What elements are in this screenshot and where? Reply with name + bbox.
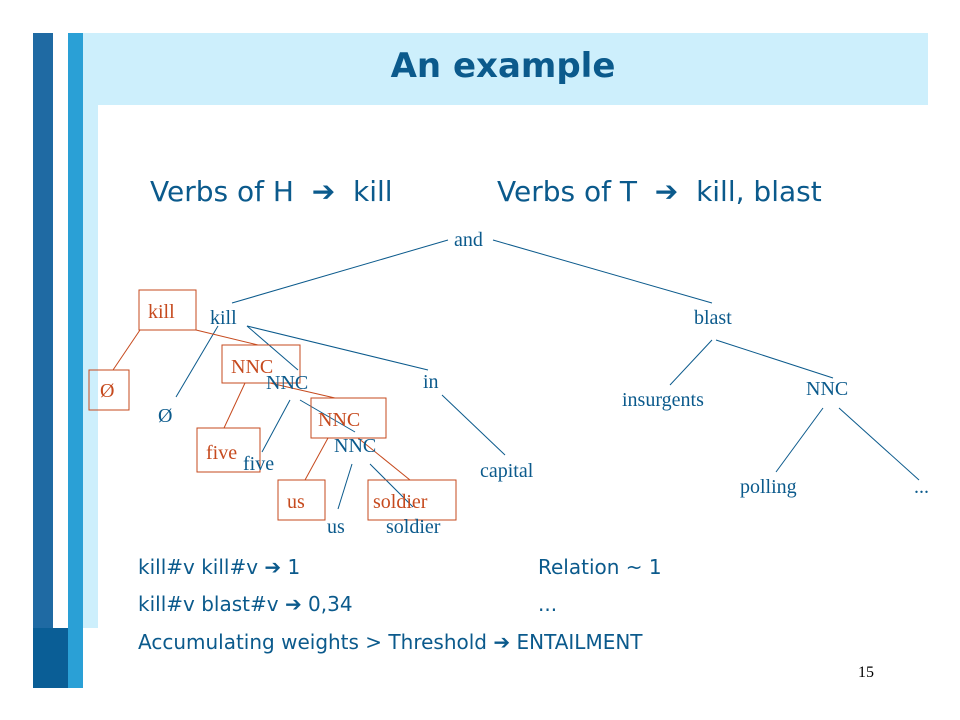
slide-title: An example <box>390 46 616 86</box>
verbs-t-label: Verbs of T <box>497 175 637 208</box>
node-in: in <box>423 371 439 393</box>
verbs-t-value: kill, blast <box>696 175 822 208</box>
edge-blast-insurgents <box>669 339 713 386</box>
edge-nnc-us <box>337 463 353 510</box>
bottom-line-1: kill#v kill#v ➔ 1 <box>138 555 300 579</box>
node-insurgents: insurgents <box>622 389 704 411</box>
node-capital: capital <box>480 460 534 482</box>
edge-kill-nnc <box>246 325 299 371</box>
node-nnc-blast: NNC <box>806 378 848 400</box>
decorative-bar-light <box>68 33 83 688</box>
edge-nnc-nnc <box>299 399 356 433</box>
box-nnc2 <box>310 397 387 439</box>
node-and: and <box>454 229 483 251</box>
box-nnc1 <box>221 344 301 384</box>
verbs-h-label: Verbs of H <box>150 175 294 208</box>
boxed-node-empty: Ø <box>100 380 114 402</box>
box-kill <box>138 289 197 331</box>
boxed-node-us: us <box>287 491 305 513</box>
edge-and-blast <box>492 239 713 304</box>
edge-kill-empty <box>175 325 219 398</box>
boxed-node-nnc1: NNC <box>231 356 273 378</box>
highlight-edge-nnc-soldier <box>357 437 411 481</box>
highlight-edge-nnc-nnc <box>269 382 336 399</box>
highlight-edge-kill-nnc <box>195 329 259 346</box>
right-arrow-icon: ➔ <box>493 630 511 654</box>
node-us: us <box>327 516 345 538</box>
edge-blast-nnc <box>715 339 834 379</box>
verbs-h-value: kill <box>353 175 393 208</box>
bottom-line-3-value: ENTAILMENT <box>510 630 643 654</box>
boxed-node-kill: kill <box>148 301 175 323</box>
node-kill: kill <box>210 307 237 329</box>
boxed-node-soldier: soldier <box>373 491 428 513</box>
bottom-line-3: Accumulating weights > Threshold ➔ ENTAI… <box>138 630 643 654</box>
node-nnc-inner: NNC <box>334 435 376 457</box>
verbs-of-h: Verbs of H ➔ kill <box>150 175 393 208</box>
decorative-bar-pale <box>83 33 98 628</box>
highlight-edge-nnc-us <box>304 437 329 481</box>
node-polling: polling <box>740 476 797 498</box>
box-five <box>196 427 261 473</box>
right-arrow-icon: ➔ <box>645 175 688 208</box>
node-five: five <box>243 453 274 475</box>
node-nnc: NNC <box>266 372 308 394</box>
edge-nnc-soldier <box>369 463 414 508</box>
highlight-edge-nnc-five <box>223 382 246 429</box>
edge-nnc-five <box>261 399 291 453</box>
bottom-line-1-right: Relation ~ 1 <box>538 555 662 579</box>
highlight-boxes <box>88 289 457 521</box>
bottom-line-1-value: 1 <box>281 555 301 579</box>
bottom-line-2-label: kill#v blast#v <box>138 592 285 616</box>
decorative-bar-dark <box>33 33 53 688</box>
bottom-line-2-right: ... <box>538 592 558 616</box>
node-soldier: soldier <box>386 516 441 538</box>
highlight-edges <box>112 329 411 481</box>
boxed-node-five: five <box>206 442 237 464</box>
right-arrow-icon: ➔ <box>284 592 302 616</box>
boxed-node-nnc2: NNC <box>318 409 360 431</box>
bottom-line-3-label: Accumulating weights > Threshold <box>138 630 494 654</box>
bottom-line-2: kill#v blast#v ➔ 0,34 <box>138 592 353 616</box>
node-ellipsis: ... <box>914 476 929 498</box>
edge-kill-in <box>246 325 429 371</box>
edge-nnc-ellipsis <box>838 407 920 481</box>
highlight-edge-kill-empty <box>112 329 141 371</box>
page-number: 15 <box>858 664 874 681</box>
bottom-line-2-value: 0,34 <box>301 592 353 616</box>
tree-edges <box>175 239 920 510</box>
node-blast: blast <box>694 307 732 329</box>
bottom-line-1-label: kill#v kill#v <box>138 555 265 579</box>
box-soldier <box>367 479 457 521</box>
box-us <box>277 479 326 521</box>
right-arrow-icon: ➔ <box>302 175 345 208</box>
edge-nnc-polling <box>775 407 824 473</box>
decorative-bar-bottom <box>33 628 68 688</box>
edge-and-kill <box>231 239 449 304</box>
decorative-bar-white <box>53 33 68 628</box>
title-band <box>98 33 928 105</box>
node-empty: Ø <box>158 405 172 427</box>
box-empty <box>88 369 130 411</box>
edge-in-capital <box>441 394 506 456</box>
right-arrow-icon: ➔ <box>264 555 282 579</box>
verbs-of-t: Verbs of T ➔ kill, blast <box>497 175 822 208</box>
